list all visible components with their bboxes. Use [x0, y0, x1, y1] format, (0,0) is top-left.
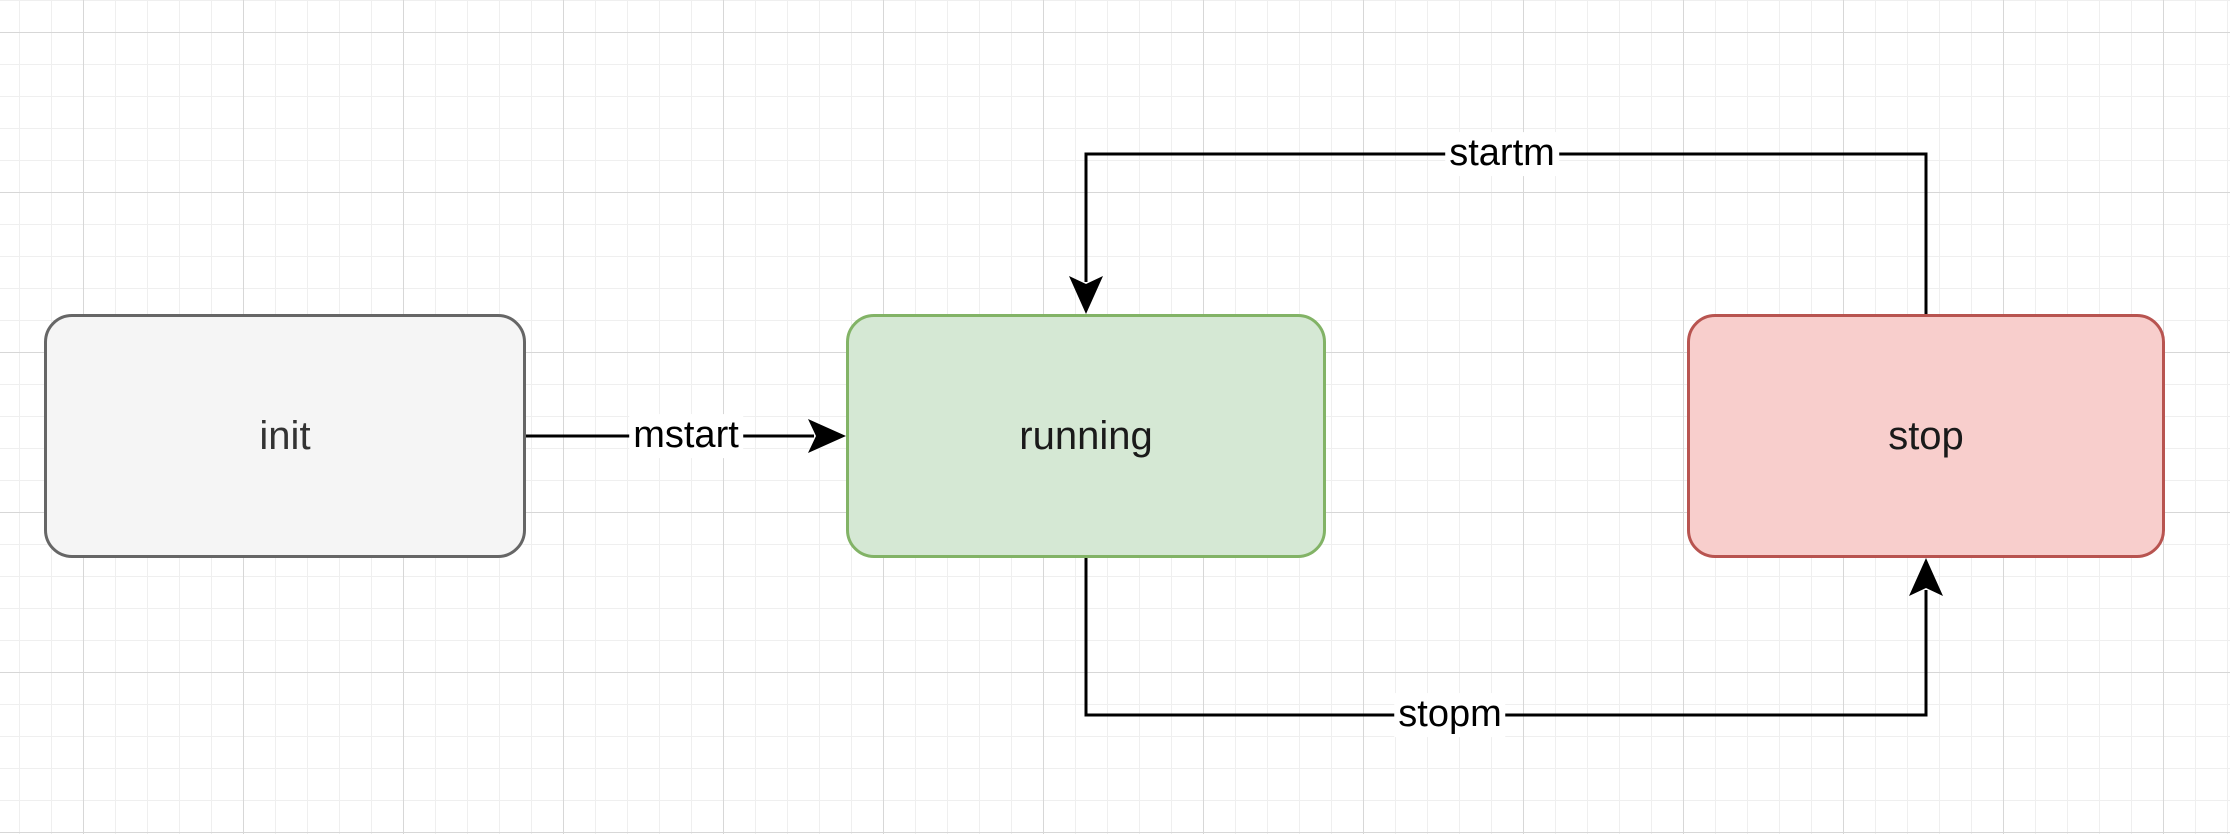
state-label-running: running: [1019, 414, 1153, 458]
edge-label-mstart[interactable]: mstart: [629, 414, 743, 458]
edge-label-startm[interactable]: startm: [1445, 132, 1559, 176]
state-label-stop: stop: [1888, 414, 1964, 458]
edge-startm-line[interactable]: [1084, 152, 1928, 314]
state-node-running[interactable]: running: [846, 314, 1326, 558]
edge-label-stopm[interactable]: stopm: [1394, 693, 1506, 737]
state-node-stop[interactable]: stop: [1687, 314, 2165, 558]
state-node-init[interactable]: init: [44, 314, 526, 558]
edge-stopm[interactable]: [1084, 558, 1943, 717]
state-label-init: init: [259, 414, 311, 458]
edge-startm[interactable]: [1069, 152, 1928, 314]
edge-stopm-line[interactable]: [1084, 558, 1928, 717]
